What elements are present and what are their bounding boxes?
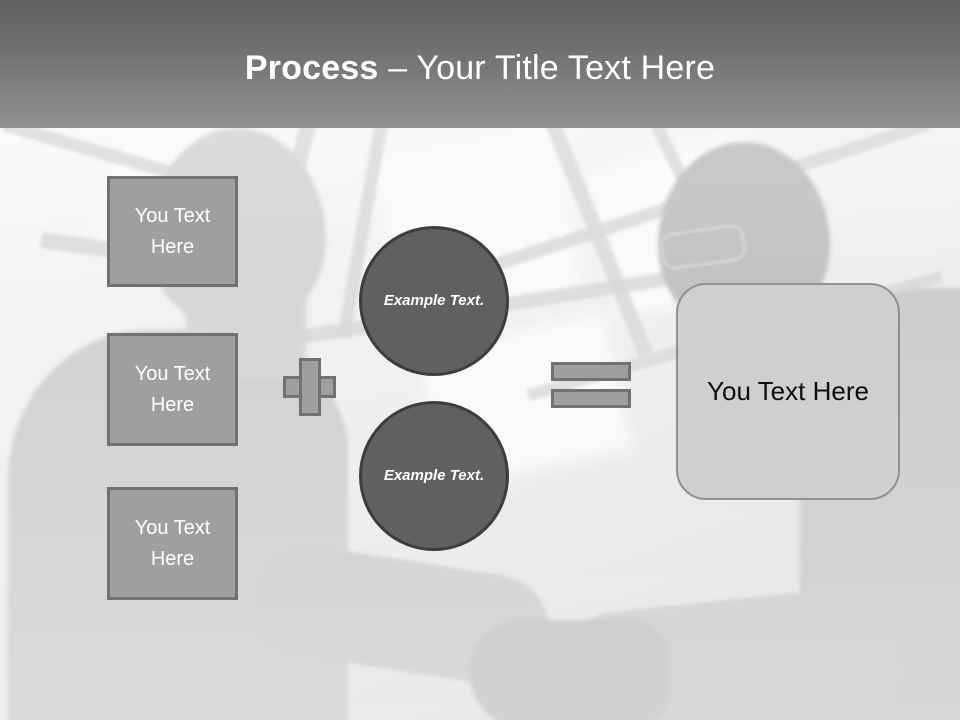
result-box[interactable]: You Text Here xyxy=(676,283,900,500)
input-box-2[interactable]: You Text Here xyxy=(107,333,238,446)
equals-top-bar xyxy=(551,362,631,381)
input-box-1[interactable]: You Text Here xyxy=(107,176,238,287)
equals-icon xyxy=(551,362,631,408)
slide-title: Process – Your Title Text Here xyxy=(0,48,960,88)
header-banner: Process – Your Title Text Here xyxy=(0,0,960,128)
slide-title-bold: Process xyxy=(244,49,379,87)
plus-center-fill xyxy=(302,379,318,395)
equals-bottom-bar xyxy=(551,389,631,408)
slide-title-rest: – Your Title Text Here xyxy=(378,49,716,87)
example-circle-2[interactable]: Example Text. xyxy=(359,401,509,551)
input-box-3[interactable]: You Text Here xyxy=(107,487,238,600)
example-circle-1[interactable]: Example Text. xyxy=(359,226,509,376)
handshake-shape xyxy=(470,620,670,720)
plus-icon xyxy=(283,358,336,416)
